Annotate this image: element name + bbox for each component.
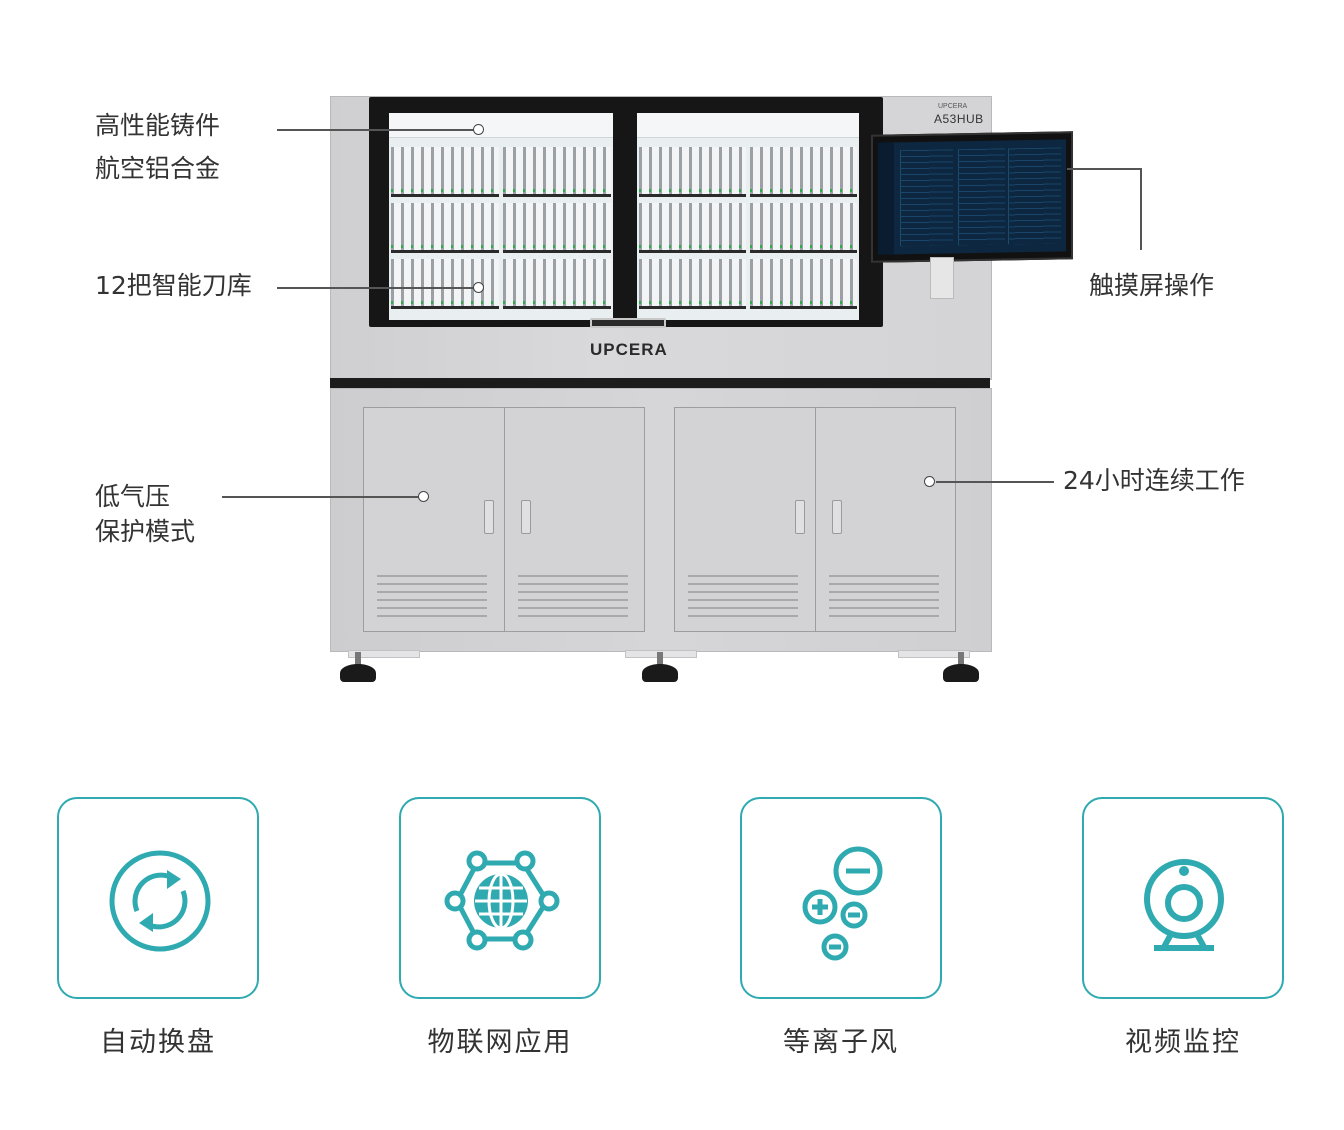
model-name: A53HUB bbox=[934, 112, 984, 126]
callout-line bbox=[277, 287, 474, 289]
callout-line bbox=[936, 481, 1054, 483]
tool-magazine-window bbox=[369, 97, 883, 327]
callout-dot bbox=[924, 476, 935, 487]
callout-low-pressure-line2: 保护模式 bbox=[95, 517, 196, 546]
feature-label-auto-pallet: 自动换盘 bbox=[100, 1027, 216, 1058]
leveling-foot bbox=[943, 652, 979, 682]
brand-logo: UPCERA bbox=[590, 340, 668, 359]
webcam-icon bbox=[1144, 859, 1224, 951]
door-latch bbox=[795, 500, 805, 534]
door-latch bbox=[521, 500, 531, 534]
callout-casting-line1: 高性能铸件 bbox=[95, 111, 221, 140]
callout-touchscreen: 触摸屏操作 bbox=[1089, 271, 1215, 300]
leveling-foot bbox=[340, 652, 376, 682]
feature-card-plasma bbox=[740, 797, 942, 999]
callout-tool-magazine: 12把智能刀库 bbox=[95, 271, 252, 300]
callout-low-pressure-line1: 低气压 bbox=[95, 482, 171, 511]
callout-line bbox=[222, 496, 419, 498]
feature-label-video: 视频监控 bbox=[1125, 1027, 1241, 1058]
callout-dot bbox=[473, 124, 484, 135]
window-pane-right bbox=[637, 113, 859, 320]
leveling-foot bbox=[642, 652, 678, 682]
feature-card-iot bbox=[399, 797, 601, 999]
callout-line bbox=[1067, 168, 1141, 170]
vent-grille bbox=[377, 575, 487, 617]
machine-divider-band bbox=[330, 378, 990, 388]
door-latch bbox=[832, 500, 842, 534]
callout-line bbox=[1140, 168, 1142, 250]
door-handle bbox=[590, 318, 666, 328]
feature-card-video bbox=[1082, 797, 1284, 999]
feature-card-auto-pallet bbox=[57, 797, 259, 999]
vent-grille bbox=[688, 575, 798, 617]
callout-line bbox=[277, 129, 474, 131]
iot-globe-network-icon bbox=[444, 850, 560, 951]
callout-dot bbox=[418, 491, 429, 502]
touchscreen-display bbox=[871, 131, 1073, 263]
callout-casting-line2: 航空铝合金 bbox=[95, 154, 221, 183]
model-caption: UPCERA bbox=[938, 103, 968, 110]
callout-continuous: 24小时连续工作 bbox=[1063, 466, 1245, 495]
feature-label-iot: 物联网应用 bbox=[427, 1027, 573, 1058]
door-latch bbox=[484, 500, 494, 534]
vent-grille bbox=[518, 575, 628, 617]
rotate-arrows-icon bbox=[109, 850, 211, 952]
vent-grille bbox=[829, 575, 939, 617]
callout-dot bbox=[473, 282, 484, 293]
screen-mount bbox=[930, 257, 954, 299]
feature-label-plasma: 等离子风 bbox=[783, 1027, 899, 1058]
window-pane-left bbox=[389, 113, 613, 320]
plasma-ions-icon bbox=[802, 846, 883, 961]
